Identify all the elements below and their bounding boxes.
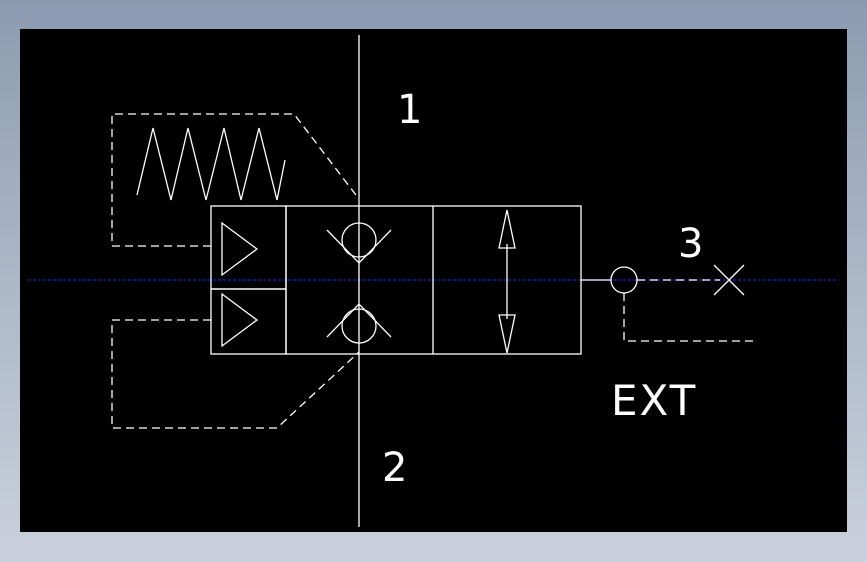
cad-canvas: 1 2 3 EXT: [20, 29, 847, 532]
double-arrow-icon: [498, 209, 516, 354]
drain-line-external: [623, 293, 754, 342]
port-label-2: 2: [382, 445, 407, 491]
port-label-1: 1: [397, 87, 422, 133]
pilot-triangle-icon: [221, 292, 259, 348]
pilot-line-lower: [111, 319, 360, 429]
pilot-line-upper: [111, 113, 360, 247]
port-label-3: 3: [678, 221, 703, 267]
check-valve-icon: [326, 222, 392, 264]
ext-label: EXT: [611, 376, 697, 425]
cross-plug-icon: [713, 264, 745, 296]
spring-icon: [136, 127, 286, 201]
check-valve-icon: [326, 303, 392, 344]
pilot-triangle-icon: [221, 221, 259, 277]
valve-diagram: 1 2 3 EXT: [28, 35, 839, 527]
